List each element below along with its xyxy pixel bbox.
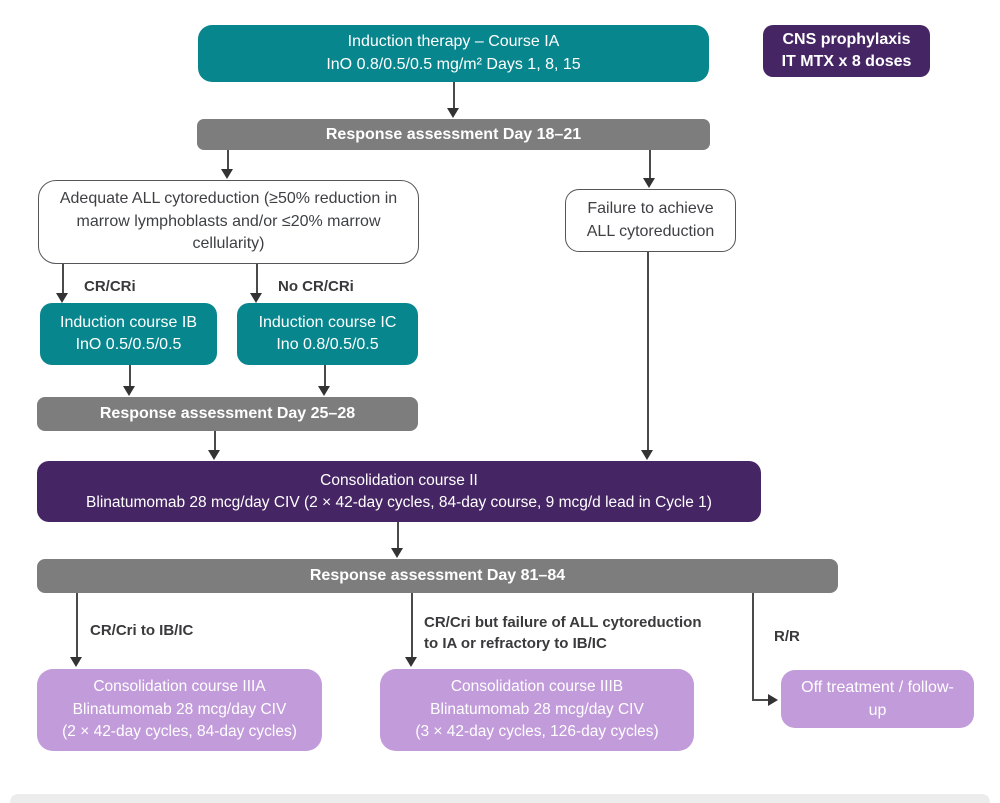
- consolidation-iiib-title: Consolidation course IIIB: [450, 678, 624, 696]
- consolidation-iiia-detail1: Blinatumomab 28 mcg/day CIV: [72, 700, 287, 718]
- cns-prophylaxis-box: CNS prophylaxis IT MTX x 8 doses: [763, 25, 930, 77]
- arrowhead-ic-to-response2: [318, 386, 330, 396]
- cr-failure-label-line2: to IA or refractory to IB/IC: [424, 635, 607, 652]
- connector-ib-to-response2: [129, 365, 131, 387]
- cr-cri-label: CR/CRi: [84, 278, 136, 295]
- induction-ic-title: Induction course IC: [258, 313, 397, 331]
- failure-cytoreduction-box: Failure to achieve ALL cytoreduction: [565, 189, 736, 252]
- arrowhead-ia-to-response1: [447, 108, 459, 118]
- connector-adequate-to-ib: [62, 264, 64, 294]
- cr-to-ibic-label: CR/Cri to IB/IC: [90, 622, 194, 639]
- adequate-cytoreduction-box: Adequate ALL cytoreduction (≥50% reducti…: [38, 180, 419, 264]
- connector-response3-to-iiib: [411, 593, 413, 658]
- response-assessment-3-bar: Response assessment Day 81–84: [37, 559, 838, 593]
- response-assessment-3-label: Response assessment Day 81–84: [309, 567, 566, 584]
- connector-failure-to-consolidation2: [647, 252, 649, 451]
- consolidation-iiib-detail2: (3 × 42-day cycles, 126-day cycles): [415, 723, 659, 741]
- cr-failure-label-line1: CR/Cri but failure of ALL cytoreduction: [424, 614, 702, 631]
- connector-response1-to-adequate: [227, 150, 229, 171]
- cropped-bottom-strip: [10, 794, 990, 803]
- failure-cytoreduction-line1: Failure to achieve: [587, 199, 714, 217]
- cns-prophylaxis-detail: IT MTX x 8 doses: [781, 53, 912, 70]
- connector-response3-to-offtreatment-vertical: [752, 593, 754, 700]
- consolidation-iiia-detail2: (2 × 42-day cycles, 84-day cycles): [62, 723, 297, 741]
- arrowhead-ib-to-response2: [123, 386, 135, 396]
- off-treatment-text: Off treatment / follow-up: [801, 678, 954, 719]
- arrowhead-response3-to-iiib: [405, 657, 417, 667]
- induction-ia-title: Induction therapy – Course IA: [347, 33, 560, 51]
- connector-response3-to-offtreatment-horizontal: [752, 699, 769, 701]
- adequate-cytoreduction-text: Adequate ALL cytoreduction (≥50% reducti…: [59, 189, 398, 253]
- connector-ia-to-response1: [453, 82, 455, 109]
- connector-response1-to-failure: [649, 150, 651, 180]
- arrowhead-response2-to-consolidation2: [208, 450, 220, 460]
- arrowhead-failure-to-consolidation2: [641, 450, 653, 460]
- induction-ic-detail: Ino 0.8/0.5/0.5: [276, 336, 379, 353]
- cns-prophylaxis-title: CNS prophylaxis: [782, 30, 911, 48]
- consolidation-course-ii-box: Consolidation course II Blinatumomab 28 …: [37, 461, 761, 522]
- connector-ic-to-response2: [324, 365, 326, 387]
- response-assessment-2-bar: Response assessment Day 25–28: [37, 397, 418, 431]
- consolidation-course-iiia-box: Consolidation course IIIA Blinatumomab 2…: [37, 669, 322, 751]
- connector-response2-to-consolidation2: [214, 431, 216, 451]
- no-cr-cri-label: No CR/CRi: [278, 278, 354, 295]
- response-assessment-1-label: Response assessment Day 18–21: [325, 125, 582, 143]
- arrowhead-adequate-to-ic: [250, 293, 262, 303]
- induction-course-ic-box: Induction course IC Ino 0.8/0.5/0.5: [237, 303, 418, 365]
- arrowhead-response1-to-adequate: [221, 169, 233, 179]
- consolidation-ii-title: Consolidation course II: [320, 472, 478, 490]
- arrowhead-response1-to-failure: [643, 178, 655, 188]
- arrowhead-response3-to-offtreatment: [768, 694, 778, 706]
- arrowhead-adequate-to-ib: [56, 293, 68, 303]
- arrowhead-consolidation2-to-response3: [391, 548, 403, 558]
- induction-ib-detail: InO 0.5/0.5/0.5: [75, 336, 182, 353]
- response-assessment-2-label: Response assessment Day 25–28: [99, 405, 356, 422]
- induction-course-ib-box: Induction course IB InO 0.5/0.5/0.5: [40, 303, 217, 365]
- failure-cytoreduction-line2: ALL cytoreduction: [586, 222, 715, 240]
- connector-response3-to-iiia: [76, 593, 78, 658]
- induction-ia-detail: InO 0.8/0.5/0.5 mg/m² Days 1, 8, 15: [326, 55, 581, 73]
- response-assessment-1-bar: Response assessment Day 18–21: [197, 119, 710, 150]
- induction-course-ia-box: Induction therapy – Course IA InO 0.8/0.…: [198, 25, 709, 82]
- off-treatment-box: Off treatment / follow-up: [781, 670, 974, 728]
- connector-adequate-to-ic: [256, 264, 258, 294]
- consolidation-ii-detail: Blinatumomab 28 mcg/day CIV (2 × 42-day …: [86, 493, 712, 511]
- arrowhead-response3-to-iiia: [70, 657, 82, 667]
- consolidation-course-iiib-box: Consolidation course IIIB Blinatumomab 2…: [380, 669, 694, 751]
- consolidation-iiia-title: Consolidation course IIIA: [93, 678, 266, 696]
- connector-consolidation2-to-response3: [397, 522, 399, 549]
- cr-failure-label: CR/Cri but failure of ALL cytoreduction …: [424, 612, 734, 654]
- consolidation-iiib-detail1: Blinatumomab 28 mcg/day CIV: [430, 700, 644, 718]
- rr-label: R/R: [774, 628, 800, 645]
- induction-ib-title: Induction course IB: [60, 313, 197, 331]
